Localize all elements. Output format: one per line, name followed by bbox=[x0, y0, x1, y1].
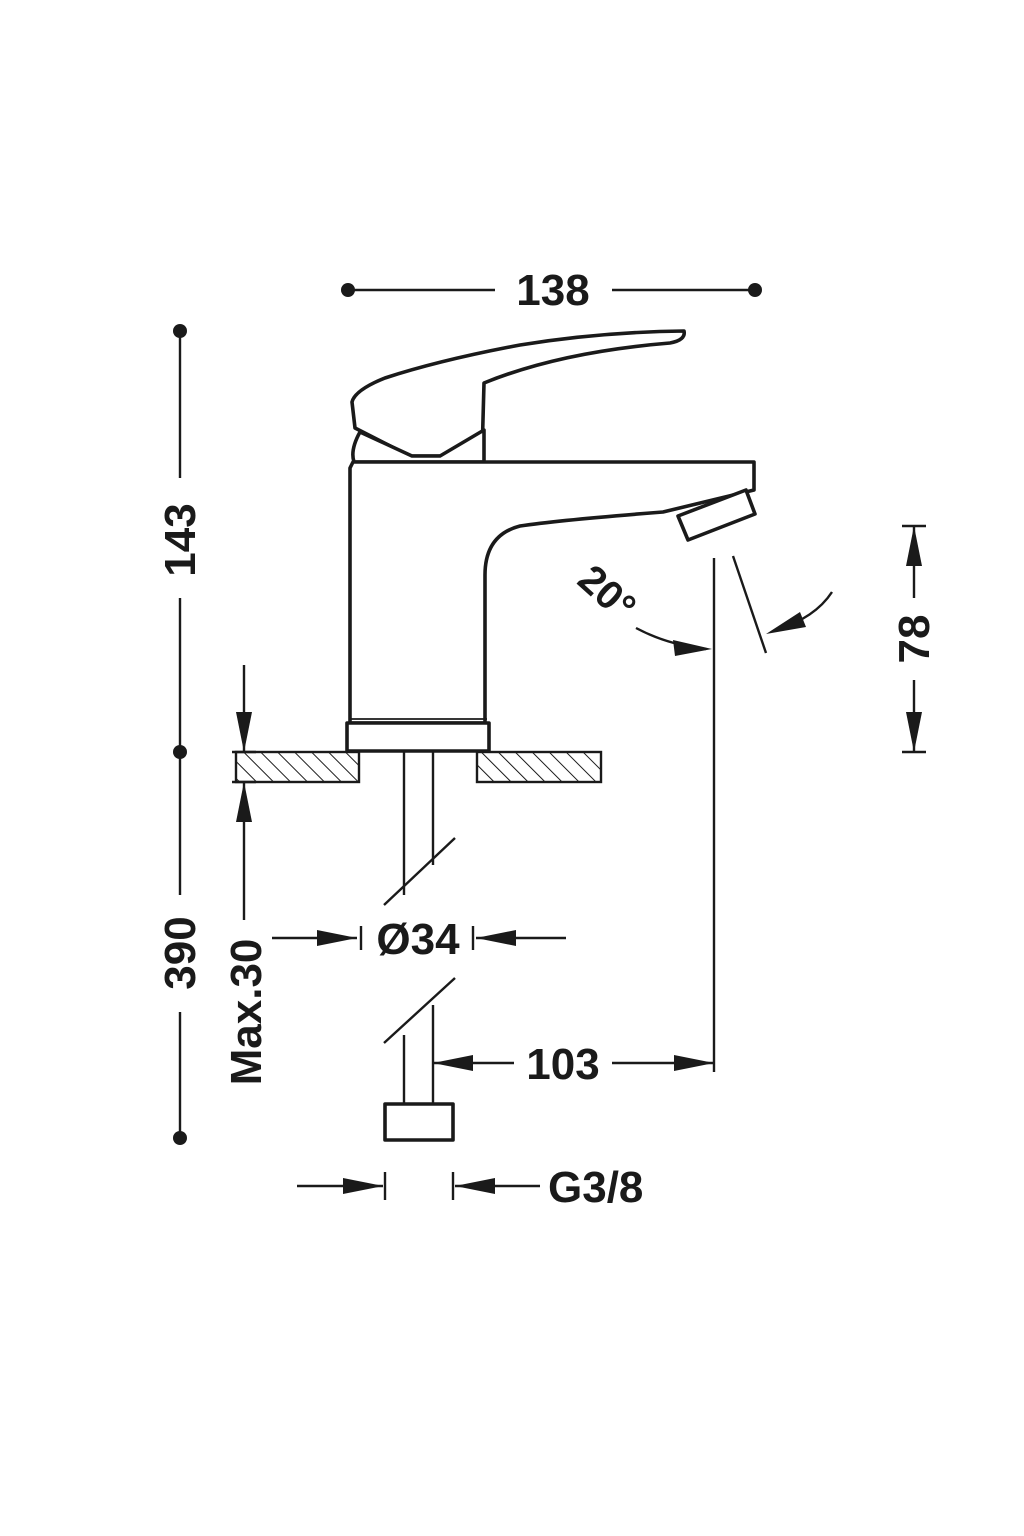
dimension-thread: G3/8 bbox=[297, 1163, 643, 1212]
supply-hoses bbox=[383, 752, 456, 1142]
break-mark-upper bbox=[383, 837, 456, 906]
connector-nut bbox=[383, 1102, 455, 1142]
thread-label: G3/8 bbox=[548, 1163, 643, 1212]
aerator bbox=[676, 488, 757, 542]
spout-height-label: 78 bbox=[890, 615, 939, 664]
diameter-label: Ø34 bbox=[376, 915, 460, 964]
dimension-heights-left: 143 390 bbox=[156, 324, 205, 1145]
height-label: 143 bbox=[156, 503, 205, 576]
dimension-diameter: Ø34 bbox=[272, 915, 566, 964]
width-label: 138 bbox=[516, 266, 589, 315]
base-ring bbox=[345, 721, 491, 753]
hose-length-label: 390 bbox=[156, 916, 205, 989]
countertop-left bbox=[234, 750, 361, 784]
angle-reference-line bbox=[731, 555, 768, 654]
dimension-width: 138 bbox=[341, 266, 762, 315]
angle-label: 20° bbox=[569, 557, 643, 630]
countertop-right bbox=[475, 750, 603, 784]
faucet-outline bbox=[345, 329, 757, 753]
dimension-spout-height: 78 bbox=[890, 524, 939, 754]
lever-handle bbox=[350, 329, 687, 458]
break-mark-lower bbox=[383, 977, 456, 1044]
dimension-reach: 103 bbox=[433, 558, 716, 1089]
lever-hub bbox=[351, 428, 486, 464]
dimension-angle: 20° bbox=[569, 555, 834, 656]
faucet-body bbox=[348, 460, 756, 725]
deck-thickness-label: Max.30 bbox=[222, 939, 271, 1086]
reach-label: 103 bbox=[526, 1040, 599, 1089]
dimension-deck-thickness: Max.30 bbox=[222, 665, 271, 1085]
countertop bbox=[234, 750, 603, 784]
